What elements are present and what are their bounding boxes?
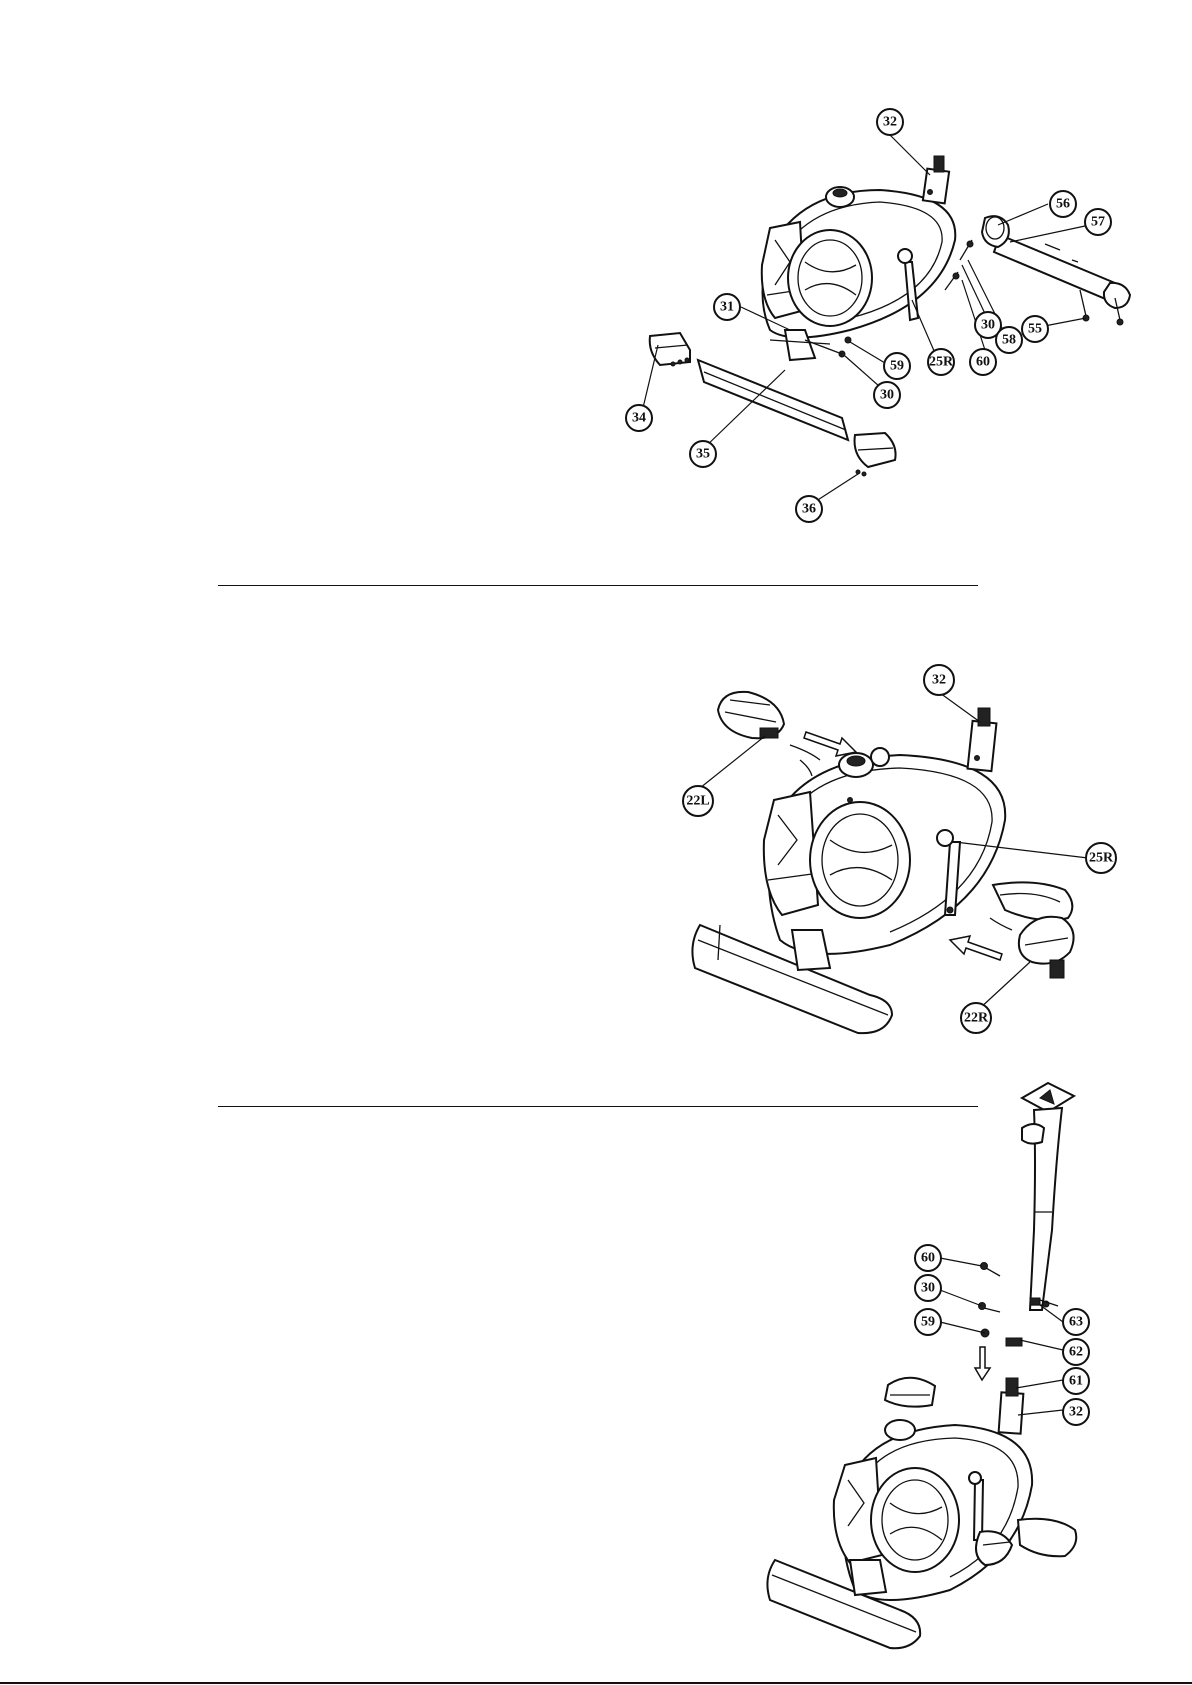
step-1-callout-34: 34: [626, 405, 652, 431]
step-2-illustration: 32 22L 25R 22R: [683, 665, 1116, 1033]
step-1-callout-55: 55: [1022, 316, 1048, 342]
callout-label: 61: [1069, 1374, 1083, 1389]
step-1-callout-60: 60: [970, 349, 996, 375]
step-1-callout-30-a: 30: [874, 382, 900, 408]
step-1-callout-32: 32: [877, 109, 903, 135]
callout-label: 30: [880, 388, 894, 403]
step-1-callout-36: 36: [796, 496, 822, 522]
step-1-illustration: 32 56 57 31 59 25R 30 30 58 55 60 34 35 …: [626, 109, 1130, 522]
step-2-callout-22L: 22L: [683, 786, 713, 816]
step-3-insert-arrow: [975, 1347, 990, 1380]
step-3-callout-32: 32: [1063, 1399, 1089, 1425]
callout-label: 32: [1069, 1405, 1083, 1420]
callout-label: 30: [981, 318, 995, 333]
step-1-callout-35: 35: [690, 441, 716, 467]
step-1-callout-56: 56: [1050, 191, 1076, 217]
callout-label: 62: [1069, 1345, 1083, 1360]
callout-label: 60: [921, 1251, 935, 1266]
callout-label: 25R: [929, 355, 954, 370]
step-3-illustration: 60 30 63 59 62 61 32: [767, 1083, 1089, 1648]
callout-label: 57: [1091, 215, 1105, 230]
step-3-callout-62: 62: [1063, 1339, 1089, 1365]
callout-label: 59: [921, 1315, 935, 1330]
callout-label: 58: [1002, 333, 1016, 348]
step-1-callout-58: 58: [996, 327, 1022, 353]
callout-label: 32: [932, 673, 946, 688]
step-1-callout-59: 59: [884, 353, 910, 379]
callout-label: 36: [802, 502, 816, 517]
callout-label: 25R: [1089, 851, 1114, 866]
callout-label: 59: [890, 359, 904, 374]
callout-label: 32: [883, 115, 897, 130]
callout-label: 55: [1028, 322, 1042, 337]
step-2-callout-32: 32: [924, 665, 954, 695]
step-3-callout-60: 60: [915, 1245, 941, 1271]
step-3-handlebar-post: [1006, 1083, 1074, 1346]
step-2-right-pedal: [990, 917, 1074, 978]
callout-label: 30: [921, 1281, 935, 1296]
step-3-callout-30: 30: [915, 1275, 941, 1301]
callout-label: 35: [696, 447, 710, 462]
step-3-callout-63: 63: [1063, 1309, 1089, 1335]
step-3-callout-59: 59: [915, 1309, 941, 1335]
callout-label: 34: [632, 411, 646, 426]
step-1-callout-57: 57: [1085, 209, 1111, 235]
step-2-bike-body: [764, 708, 1073, 954]
step-2-callout-22R: 22R: [961, 1003, 991, 1033]
callout-label: 31: [720, 300, 734, 315]
step-1-front-stabilizer: [650, 333, 896, 476]
step-2-callout-25R: 25R: [1086, 843, 1116, 873]
step-1-callout-25R: 25R: [928, 349, 954, 375]
step-1-bike-body: [762, 156, 956, 360]
callout-label: 60: [976, 355, 990, 370]
callout-label: 63: [1069, 1315, 1083, 1330]
callout-label: 22L: [686, 794, 709, 809]
step-3-callout-61: 61: [1063, 1368, 1089, 1394]
step-1-callout-31: 31: [714, 294, 740, 320]
callout-label: 56: [1056, 197, 1070, 212]
callout-label: 22R: [964, 1011, 989, 1026]
